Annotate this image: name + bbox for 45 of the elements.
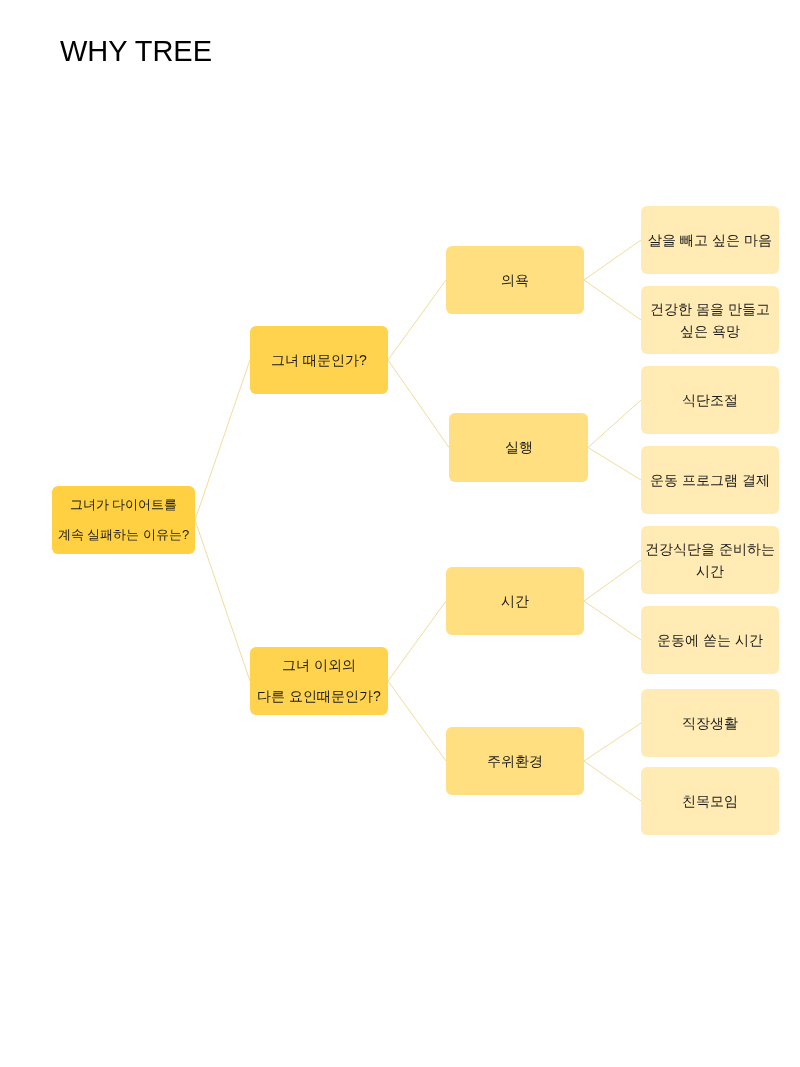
detail-text: 친목모임	[682, 791, 738, 811]
connector-line	[583, 559, 642, 602]
connector-line	[587, 399, 642, 448]
connector-line	[587, 447, 642, 481]
connector-line	[583, 760, 642, 802]
factor-box	[446, 567, 584, 635]
factor-text: 주위환경	[487, 751, 543, 771]
diagram-title: WHY TREE	[60, 34, 212, 69]
factor-text: 실행	[504, 438, 533, 457]
detail-box	[641, 286, 779, 354]
connector-line	[583, 722, 642, 762]
cause-text: 그녀 이외의 다른 요인때문인가?	[257, 656, 381, 706]
detail-box	[641, 767, 779, 835]
connector-line	[387, 279, 447, 361]
detail-box	[641, 366, 779, 434]
detail-box	[641, 606, 779, 674]
detail-box	[641, 526, 779, 594]
factor-box	[449, 413, 588, 482]
detail-box	[641, 689, 779, 757]
detail-text: 건강한 몸을 만들고 싶은 욕망	[649, 299, 771, 341]
detail-text: 건강식단을 준비하는 시간	[645, 539, 775, 581]
factor-box	[446, 727, 584, 795]
connector-line	[194, 519, 251, 682]
connector-line	[194, 359, 251, 521]
cause-text: 그녀 때문인가?	[271, 350, 367, 370]
cause-box	[250, 647, 388, 715]
detail-text: 운동 프로그램 결제	[650, 470, 770, 490]
factor-text: 시간	[501, 591, 529, 611]
connector-line	[583, 239, 642, 281]
factor-text: 의욕	[501, 270, 529, 290]
question-text: 그녀가 다이어트를 계속 실패하는 이유는?	[57, 496, 190, 544]
connector-line	[583, 600, 642, 641]
detail-text: 직장생활	[682, 713, 738, 733]
detail-text: 운동에 쏟는 시간	[657, 630, 763, 650]
detail-text: 살을 빼고 싶은 마음	[648, 230, 772, 250]
connector-line	[387, 600, 447, 682]
connector-line	[387, 680, 447, 762]
root-question-box	[52, 486, 195, 554]
cause-box	[250, 326, 388, 394]
factor-box	[446, 246, 584, 314]
detail-box	[641, 206, 779, 274]
detail-text: 식단조절	[682, 390, 738, 410]
connector-line	[583, 279, 642, 321]
connector-line	[387, 359, 450, 448]
detail-box	[641, 446, 779, 514]
